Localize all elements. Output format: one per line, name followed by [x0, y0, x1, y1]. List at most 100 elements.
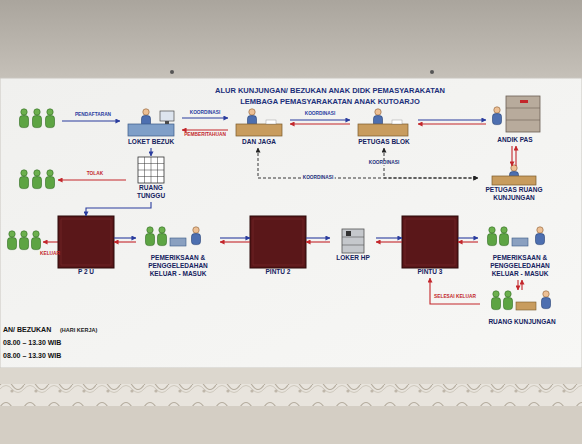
note-label: KELUAR	[40, 251, 60, 256]
connector-line	[517, 280, 518, 290]
connector-line	[220, 237, 250, 238]
lower-wall-part	[0, 384, 582, 406]
note-label: (HARI KERJA)	[60, 327, 97, 333]
cabinet-icon-part	[493, 107, 502, 125]
door-block-part	[405, 219, 455, 265]
door-block-part	[58, 216, 114, 268]
node-box: PETUGAS BLOK	[350, 108, 418, 148]
inspection-icon-part	[488, 227, 497, 246]
node-label: PINTU 2	[250, 268, 306, 276]
connector-line	[220, 241, 250, 242]
node-box: P 2 U	[58, 216, 114, 278]
visit-room-icon	[492, 291, 551, 310]
node-box: RUANG KUNJUNGAN	[480, 290, 564, 328]
node-label: LOKER HP	[330, 254, 376, 262]
visitor-group-part	[62, 120, 120, 121]
visitor-group-part	[46, 170, 55, 189]
door-block-part	[253, 219, 303, 265]
note-label: AN/ BEZUKAN	[3, 326, 51, 334]
visitor-group-part	[46, 109, 55, 128]
connector-line	[376, 241, 402, 242]
visitor-group-part	[20, 231, 29, 250]
banner-part	[0, 78, 582, 368]
connector-line	[86, 202, 151, 216]
wall-part	[430, 70, 434, 74]
connector-line	[182, 129, 228, 130]
door-block	[250, 216, 306, 268]
cabinet-icon	[493, 96, 541, 132]
visitor-group-part	[8, 231, 17, 250]
desk-icon-part	[165, 121, 169, 124]
connector-line	[376, 237, 402, 238]
edge-label: KOORDINASI	[368, 160, 401, 165]
locker-icon-part	[342, 237, 364, 245]
diagram-title: ALUR KUNJUNGAN/ BEZUKAN ANAK DIDK PEMASY…	[210, 86, 450, 107]
visitor-group-part	[32, 231, 41, 250]
icon-space	[330, 228, 376, 254]
connector-line	[182, 117, 228, 118]
visitor-group-part	[43, 241, 58, 242]
desk-icon	[492, 165, 536, 185]
visitor-group	[20, 109, 121, 128]
icon-space	[228, 108, 290, 138]
connector-line	[290, 119, 350, 120]
wall-part	[0, 0, 582, 80]
icon-space	[250, 216, 306, 268]
desk-icon-part	[266, 120, 276, 124]
connector-line	[290, 123, 350, 124]
note-label: PENDAFTARAN	[75, 112, 111, 117]
connector-line	[430, 278, 480, 304]
desk-icon-part	[128, 124, 174, 136]
connector	[430, 278, 480, 304]
visit-room-icon-part	[542, 291, 551, 309]
visitor-group	[20, 170, 127, 189]
node-box: LOKET BEZUK	[120, 108, 182, 148]
icon-space	[350, 108, 418, 138]
node-box: PINTU 2	[250, 216, 306, 278]
wall-part	[170, 70, 174, 74]
desk-icon	[236, 109, 282, 136]
connector	[151, 148, 152, 156]
wall	[0, 0, 582, 80]
desk-icon-part	[392, 120, 402, 124]
banner	[0, 78, 582, 368]
icon-space	[120, 108, 182, 138]
node-label: ANDIK PAS	[486, 136, 544, 144]
inspection-icon-part	[146, 227, 155, 246]
locker-icon	[342, 229, 364, 253]
connector-line	[306, 241, 330, 242]
connectors	[86, 118, 522, 304]
inspection-icon	[488, 227, 545, 246]
node-label: PEMERIKSAAN & PENGGELEDAHAN KELUAR - MAS…	[136, 254, 220, 277]
connector-line	[418, 119, 486, 120]
note-label: 08.00 – 13.30 WIB	[3, 352, 61, 360]
connector	[86, 202, 151, 216]
desk-icon-part	[160, 111, 174, 121]
cabinet-icon-part	[520, 100, 528, 103]
connector-line	[511, 146, 512, 166]
door-block	[58, 216, 114, 268]
connector	[182, 130, 228, 131]
connector	[376, 238, 402, 242]
visit-room-icon-part	[504, 291, 513, 310]
node-box: ANDIK PAS	[486, 94, 544, 146]
connector-line	[458, 241, 478, 242]
inspection-icon-part	[500, 227, 509, 246]
node-label: PEMERIKSAAN & PENGGELEDAHAN KELUAR - MAS…	[478, 254, 562, 277]
locker-icon-part	[342, 229, 364, 253]
door-block-part	[61, 219, 111, 265]
connector	[290, 120, 350, 124]
edge-label: PEMBERITAHUAN	[183, 132, 227, 137]
inspection-icon-part	[192, 227, 201, 245]
lower-wall-part	[0, 406, 582, 444]
connector-line	[458, 237, 478, 238]
visit-room-icon-part	[492, 291, 501, 310]
connector	[306, 238, 330, 242]
icon-space	[478, 226, 562, 254]
connector	[220, 238, 250, 242]
connector	[114, 238, 136, 242]
door-block	[402, 216, 458, 268]
seat-grid-part	[138, 157, 164, 183]
